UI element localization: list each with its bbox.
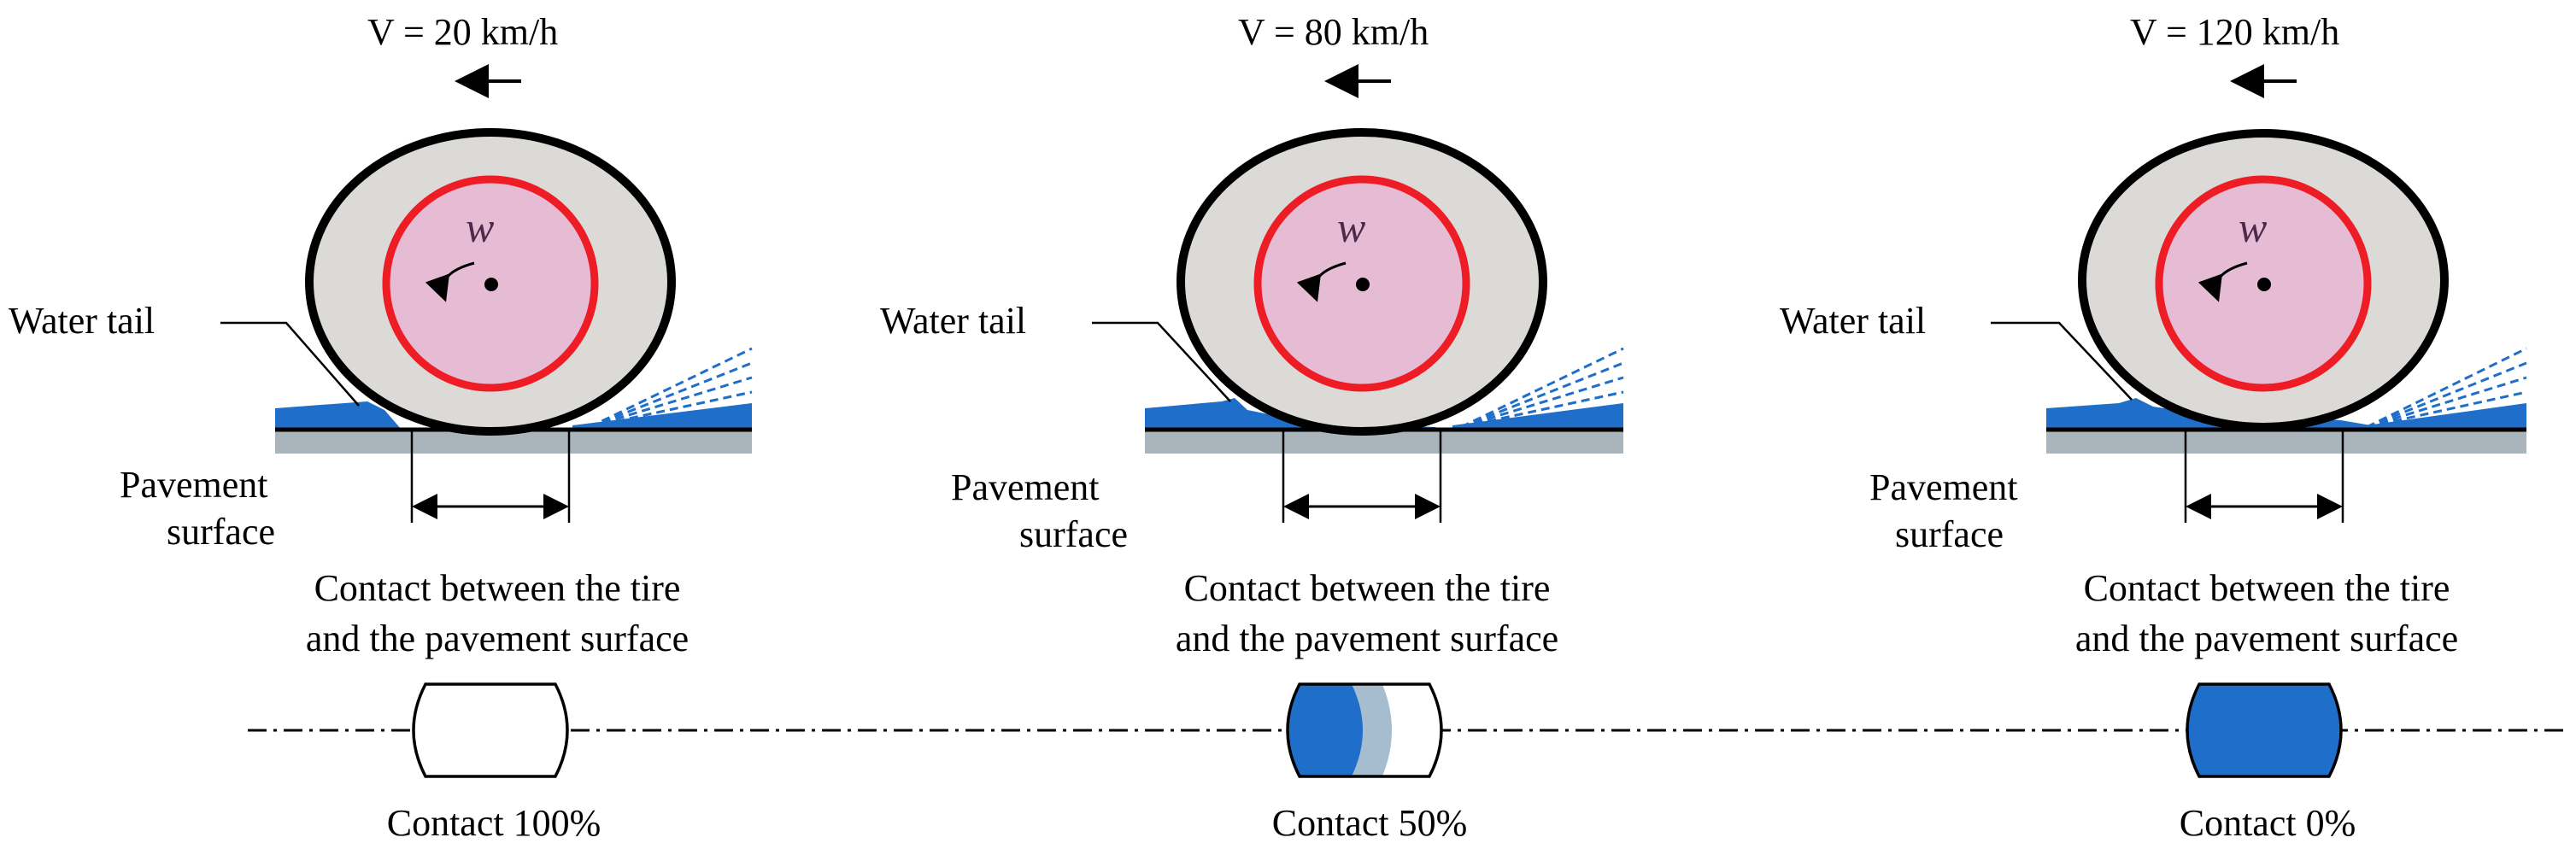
contact-caption: Contact between the tire bbox=[1184, 567, 1551, 609]
panel-20kmh: V = 20 km/h w Water tail Pavement surfac… bbox=[9, 11, 753, 844]
contact-patch-dry-area bbox=[414, 684, 567, 776]
axle-dot bbox=[2257, 278, 2271, 291]
water-layer bbox=[275, 401, 402, 430]
water-tail-leader bbox=[1092, 321, 1231, 402]
contact-caption: and the pavement surface bbox=[2075, 618, 2458, 659]
pavement-label: surface bbox=[167, 511, 275, 553]
water-tail-leader bbox=[1991, 321, 2133, 401]
speed-label: V = 20 km/h bbox=[367, 11, 558, 53]
rotation-arrow bbox=[1296, 261, 1347, 302]
contact-value-label: Contact 0% bbox=[2180, 802, 2356, 844]
water-tail-label: Water tail bbox=[880, 300, 1026, 342]
speed-label: V = 80 km/h bbox=[1238, 11, 1429, 53]
water-layer bbox=[1145, 398, 1444, 430]
contact-caption: Contact between the tire bbox=[2084, 567, 2450, 609]
rotation-arrow bbox=[425, 261, 475, 302]
pavement-label: surface bbox=[1019, 513, 1128, 555]
spray-lines bbox=[1460, 347, 1624, 429]
contact-patch bbox=[1286, 682, 1443, 778]
water-layer bbox=[572, 403, 752, 430]
water-layer bbox=[1452, 403, 1623, 430]
pavement-label: Pavement bbox=[951, 466, 1100, 508]
water-tail-label: Water tail bbox=[1780, 300, 1926, 342]
contact-value-label: Contact 100% bbox=[387, 802, 601, 844]
pavement-label: Pavement bbox=[120, 464, 268, 506]
water-layer bbox=[2367, 403, 2526, 430]
contact-patch-outline bbox=[412, 682, 569, 778]
pavement-label: surface bbox=[1895, 513, 2004, 555]
panel-120kmh: V = 120 km/h w Water tail Pavement surfa… bbox=[1780, 11, 2527, 844]
spray-lines bbox=[589, 347, 753, 429]
pavement-slab bbox=[2046, 430, 2526, 454]
contact-patch-wet-area bbox=[1288, 684, 1363, 776]
contact-patch-outline bbox=[1286, 682, 1443, 778]
pavement-label: Pavement bbox=[1869, 466, 2018, 508]
spray-lines bbox=[2366, 347, 2527, 429]
rotation-symbol: w bbox=[2239, 203, 2267, 251]
water-tail-label: Water tail bbox=[9, 300, 155, 342]
rotation-arrow bbox=[2198, 261, 2248, 302]
axle-dot bbox=[484, 278, 498, 291]
contact-caption: Contact between the tire bbox=[314, 567, 681, 609]
contact-patch-wet-area bbox=[2187, 684, 2341, 776]
rotation-symbol: w bbox=[1337, 203, 1365, 251]
contact-patch bbox=[412, 682, 569, 778]
contact-caption: and the pavement surface bbox=[1176, 618, 1558, 659]
contact-value-label: Contact 50% bbox=[1272, 802, 1468, 844]
contact-patch-outline bbox=[2186, 682, 2343, 778]
contact-caption: and the pavement surface bbox=[306, 618, 689, 659]
rotation-symbol: w bbox=[466, 203, 494, 251]
speed-label: V = 120 km/h bbox=[2130, 11, 2339, 53]
contact-patch bbox=[2186, 682, 2343, 778]
axle-dot bbox=[1356, 278, 1370, 291]
water-tail-leader bbox=[220, 321, 360, 407]
panel-80kmh: V = 80 km/h w Water tail Pavement surfac… bbox=[880, 11, 1624, 844]
